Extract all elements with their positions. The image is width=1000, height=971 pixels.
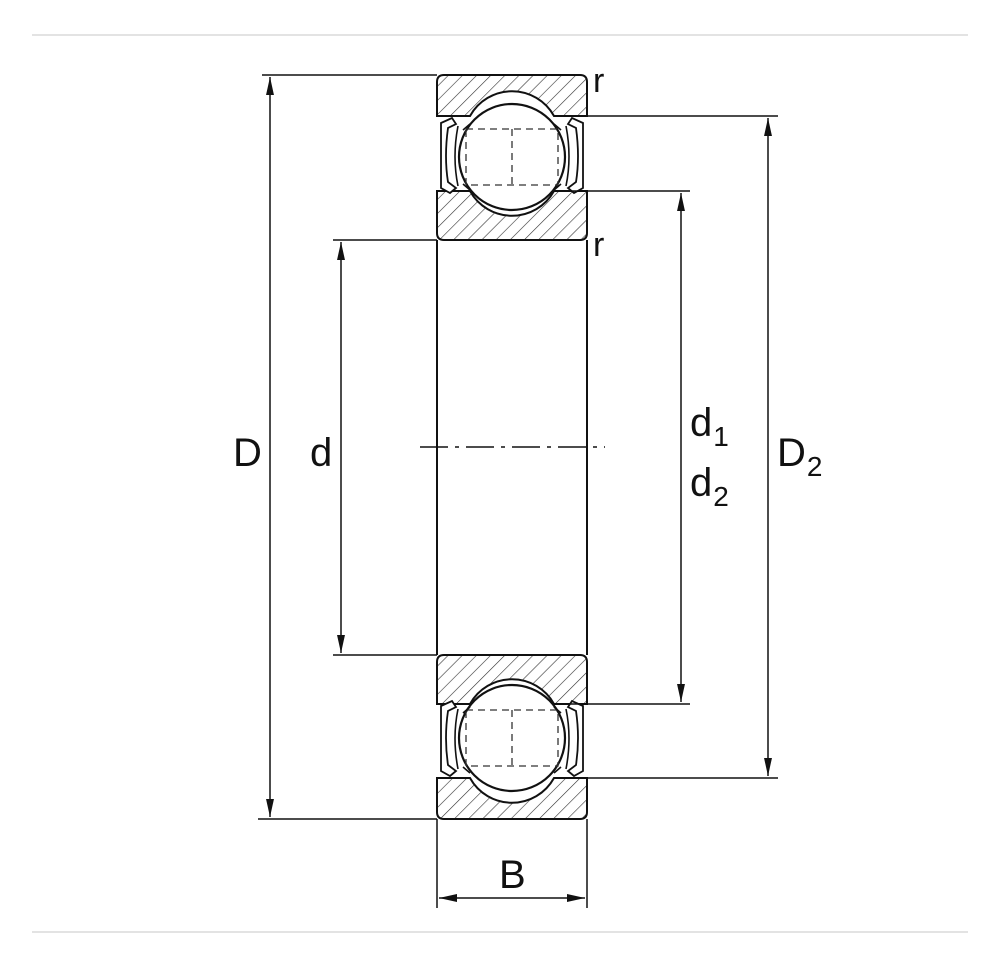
bottom-outer-ring: [436, 777, 588, 820]
top-left-seal: [440, 116, 458, 195]
bottom-bearing-section: [436, 654, 588, 820]
extension-lines: [258, 74, 778, 908]
label-B: B: [499, 853, 526, 897]
label-r-top: r: [593, 62, 604, 100]
top-left-seal-lip: [454, 123, 471, 191]
bottom-ball-dashed-box: [465, 709, 559, 767]
label-D2: D2: [777, 431, 822, 482]
label-r-lower: r: [593, 226, 604, 264]
bottom-right-seal-lip: [553, 706, 570, 774]
label-D: D: [233, 431, 262, 475]
top-inner-ring: [436, 190, 588, 241]
bottom-right-seal: [566, 699, 584, 778]
top-ball-dashed-box: [465, 128, 559, 186]
top-outer-ring: [436, 74, 588, 117]
top-right-seal: [566, 116, 584, 195]
label-d2: d2: [690, 461, 729, 512]
top-right-seal-lip: [553, 123, 570, 191]
bottom-left-seal-lip: [454, 706, 471, 774]
bottom-left-seal: [440, 699, 458, 778]
label-d: d: [310, 431, 332, 475]
label-d1: d1: [690, 401, 729, 452]
top-bearing-section: [436, 74, 588, 241]
